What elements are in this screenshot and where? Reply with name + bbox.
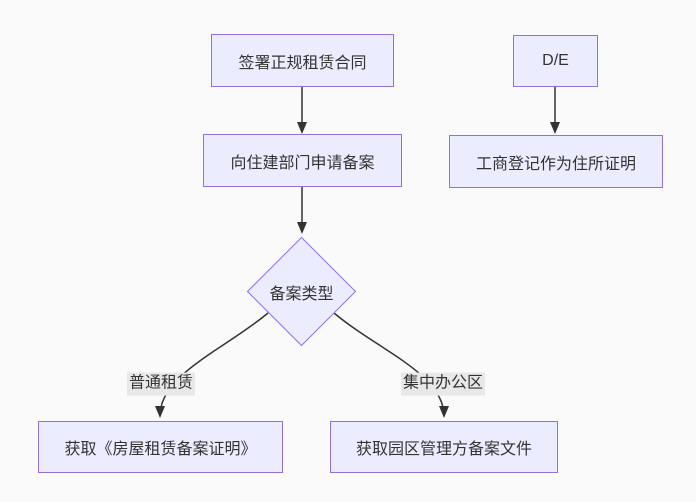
node-get-park-filing-document: 获取园区管理方备案文件 xyxy=(330,421,558,473)
node-business-registration-proof: 工商登记作为住所证明 xyxy=(449,135,663,188)
node-decision-filing-type-label: 备案类型 xyxy=(269,285,334,303)
node-decision-filing-type: 备案类型 xyxy=(246,236,357,347)
edge-label-ordinary-lease: 普通租赁 xyxy=(126,372,196,396)
node-sign-lease-contract: 签署正规租赁合同 xyxy=(211,34,394,87)
node-apply-filing-label: 向住建部门申请备案 xyxy=(230,154,375,172)
edge-decision-to-cert xyxy=(155,312,269,418)
node-business-registration-proof-label: 工商登记作为住所证明 xyxy=(475,155,636,173)
node-get-park-filing-document-label: 获取园区管理方备案文件 xyxy=(355,441,532,458)
node-de-label: D/E xyxy=(542,52,569,69)
diamond-shape xyxy=(246,236,357,347)
edge-decision-to-park xyxy=(333,312,449,418)
node-get-lease-filing-certificate-label: 获取《房屋租赁备案证明》 xyxy=(64,441,257,458)
node-get-lease-filing-certificate: 获取《房屋租赁备案证明》 xyxy=(38,421,283,473)
node-apply-filing: 向住建部门申请备案 xyxy=(203,134,402,187)
node-sign-lease-contract-label: 签署正规租赁合同 xyxy=(238,54,367,72)
edge-label-centralized-office: 集中办公区 xyxy=(400,372,486,396)
node-de: D/E xyxy=(513,35,598,87)
